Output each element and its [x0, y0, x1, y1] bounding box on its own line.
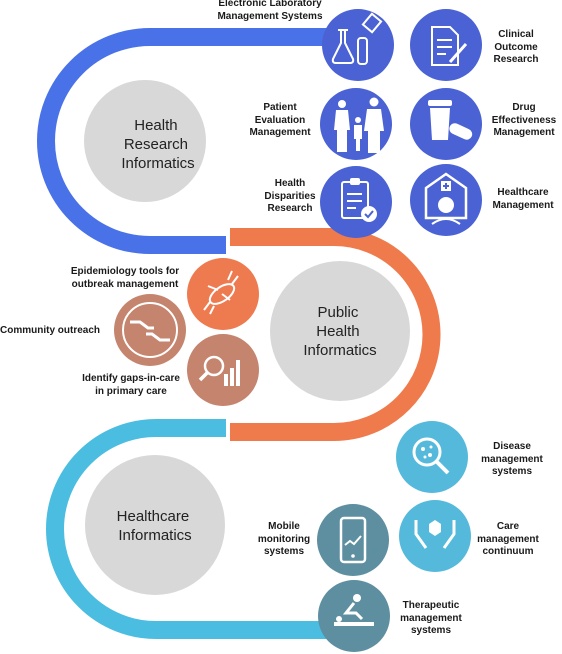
research-title-line: Health — [134, 117, 177, 134]
public-title-line: Health — [316, 323, 359, 340]
family-icon — [320, 88, 392, 160]
label-line: Healthcare — [497, 187, 549, 198]
lab-flask-icon — [322, 9, 394, 81]
label-mobile-monitoring: Mobile monitoring systems — [254, 521, 314, 559]
document-pen-icon — [410, 9, 482, 81]
label-line: Mobile — [268, 521, 300, 532]
research-title-line: Informatics — [121, 155, 194, 172]
label-line: monitoring — [257, 533, 311, 545]
label-clinical-outcome-research: Clinical Outcome Research — [486, 29, 546, 67]
label-therapeutic-management: Therapeutic management systems — [396, 600, 466, 638]
label-line: Management Systems — [217, 10, 323, 22]
label-community-outreach: Community outreach — [0, 325, 112, 338]
healthcare-title-line: Informatics — [118, 527, 191, 544]
hands-box-icon — [399, 500, 471, 572]
label-healthcare-management: Healthcare Management — [486, 187, 560, 212]
label-line: management — [477, 533, 539, 545]
label-line: Research — [267, 203, 313, 214]
label-line: Disparities — [264, 190, 316, 202]
label-patient-evaluation: Patient Evaluation Management — [246, 102, 314, 140]
label-line: Clinical — [498, 29, 534, 40]
public-title: Public Health Informatics — [303, 304, 376, 359]
label-electronic-lab-systems: Electronic Laboratory Management Systems — [208, 0, 332, 23]
label-line: outbreak management — [71, 278, 179, 290]
label-line: Research — [493, 54, 539, 65]
label-line: Evaluation — [254, 114, 306, 126]
microscope-cells-icon — [396, 421, 468, 493]
label-gaps-in-care: Identify gaps-in-care in primary care — [74, 373, 188, 398]
clipboard-check-icon — [320, 166, 392, 238]
label-care-continuum: Care management continuum — [476, 521, 540, 559]
label-line: Outcome — [494, 41, 538, 53]
label-line: systems — [263, 546, 305, 557]
label-line: Drug — [512, 102, 536, 113]
label-line: Epidemiology tools for — [70, 266, 180, 277]
nurse-icon — [410, 164, 482, 236]
label-line: systems — [491, 466, 533, 477]
label-line: in primary care — [95, 385, 167, 397]
research-title-line: Research — [124, 136, 188, 153]
helping-hands-icon — [114, 294, 186, 366]
label-line: continuum — [482, 546, 534, 557]
public-band — [230, 228, 441, 441]
public-title-line: Public — [317, 304, 358, 321]
smartphone-chart-icon — [317, 504, 389, 576]
label-drug-effectiveness: Drug Effectiveness Management — [488, 102, 560, 140]
label-line: Community outreach — [0, 325, 101, 336]
healthcare-title-line: Healthcare — [117, 508, 190, 525]
label-line: Management — [492, 199, 554, 211]
label-disease-management: Disease management systems — [480, 441, 544, 479]
research-circle — [84, 80, 206, 202]
label-line: Therapeutic — [402, 600, 460, 611]
label-line: systems — [410, 625, 452, 636]
label-line: Patient — [263, 102, 297, 113]
healthcare-band — [46, 419, 335, 639]
label-line: management — [400, 612, 462, 624]
public-circle — [270, 261, 410, 401]
research-title: Health Research Informatics — [121, 117, 194, 172]
label-line: Management — [249, 127, 311, 138]
bacteria-icon — [187, 258, 259, 330]
magnifier-chart-icon — [187, 334, 259, 406]
label-line: Identify gaps-in-care — [82, 373, 180, 384]
label-line: management — [481, 453, 543, 465]
public-title-line: Informatics — [303, 342, 376, 359]
label-health-disparities: Health Disparities Research — [262, 178, 318, 216]
research-band — [37, 28, 330, 254]
label-line: Care — [496, 521, 520, 532]
healthcare-circle — [85, 455, 225, 595]
label-line: Disease — [493, 441, 531, 452]
label-line: Health — [274, 178, 306, 189]
label-line: Management — [493, 127, 555, 138]
healthcare-title: Healthcare Informatics — [117, 508, 194, 544]
pill-bottle-icon — [410, 88, 482, 160]
therapy-massage-icon — [318, 580, 390, 652]
label-line: Electronic Laboratory — [218, 0, 322, 9]
label-line: Effectiveness — [491, 114, 557, 126]
label-epidemiology-tools: Epidemiology tools for outbreak manageme… — [60, 266, 190, 291]
